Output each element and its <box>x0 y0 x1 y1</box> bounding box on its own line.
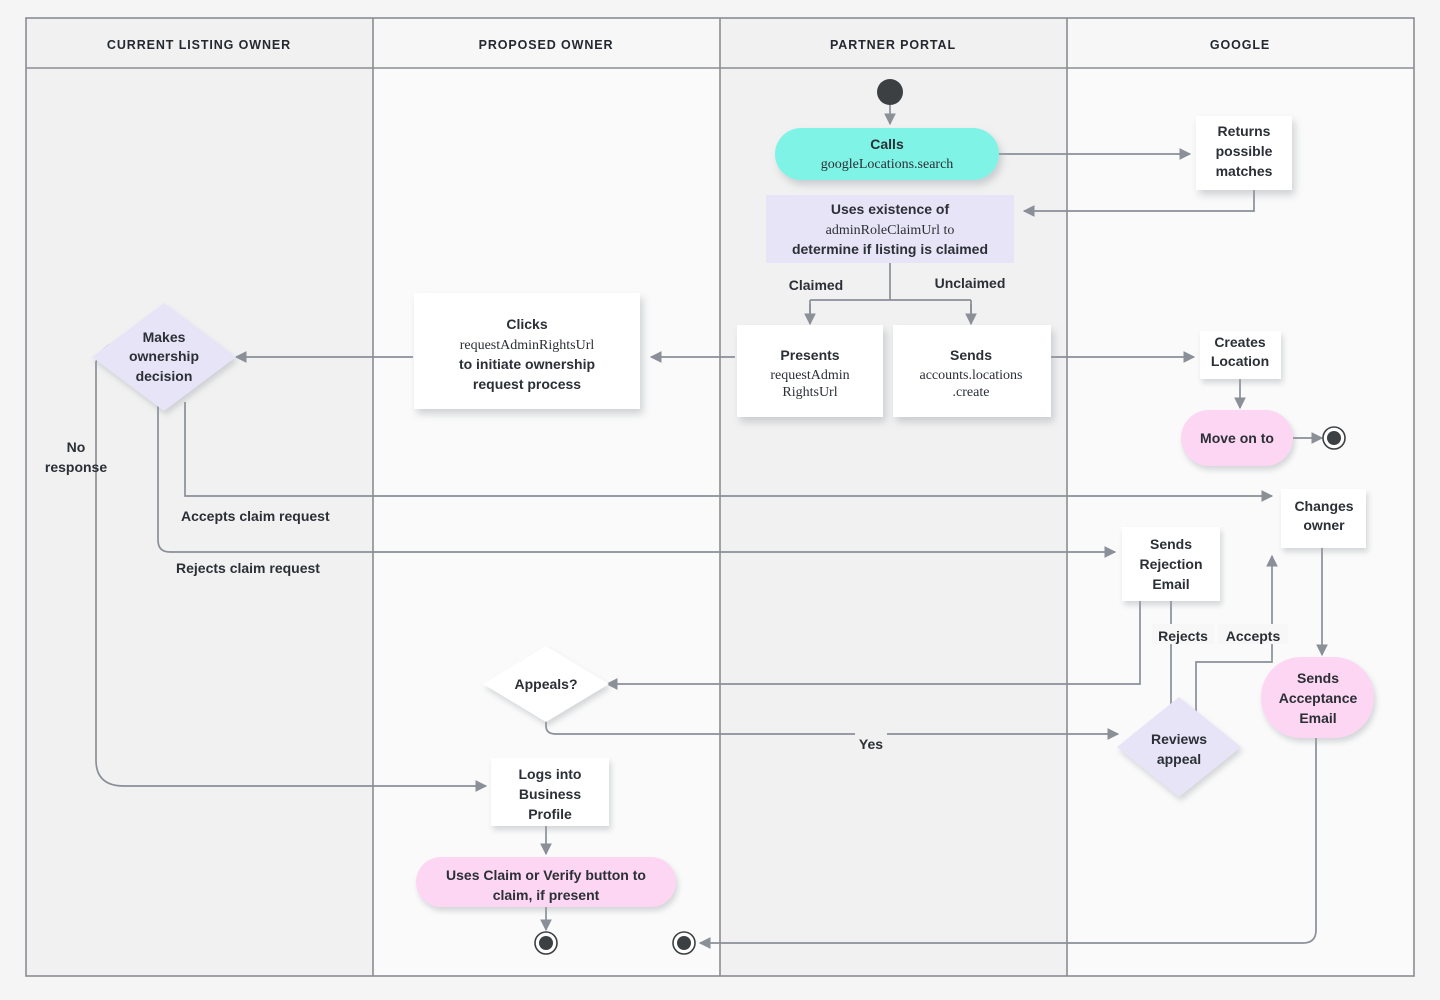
edge-labels: Claimed Unclaimed No response Accepts cl… <box>45 275 1288 754</box>
node-text-rejection-line2: Rejection <box>1139 556 1202 572</box>
node-text-uses-line1: Uses existence of <box>831 201 950 217</box>
logs-into-business-profile[interactable]: Logs into Business Profile <box>491 758 609 826</box>
sends-accounts-locations-create[interactable]: Sends accounts.locations .create <box>893 325 1051 417</box>
edge-label-no-response-line2: response <box>45 459 107 475</box>
uses-claim-or-verify-button[interactable]: Uses Claim or Verify button to claim, if… <box>416 857 676 907</box>
node-text-reviews-line2: appeal <box>1157 751 1201 767</box>
lane-header-google: GOOGLE <box>1210 38 1270 52</box>
node-text-claimverify-line2: claim, if present <box>493 887 600 903</box>
edge-rejection-to-appeals <box>605 601 1141 690</box>
lane-header-partner-portal: PARTNER PORTAL <box>830 38 956 52</box>
node-text-reviews-line1: Reviews <box>1151 731 1207 747</box>
edge-label-yes: Yes <box>859 736 883 752</box>
edge-label-no-response-line1: No <box>67 439 86 455</box>
node-text-presents-line2: requestAdmin <box>770 368 849 383</box>
node-text-sendscreate-line1: Sends <box>950 347 992 363</box>
node-text-acceptance-line2: Acceptance <box>1279 690 1358 706</box>
node-text-calls-line2: googleLocations.search <box>821 157 954 172</box>
edge-label-unclaimed: Unclaimed <box>935 275 1006 291</box>
edge-reviews-accepts <box>1195 554 1278 712</box>
sends-acceptance-email[interactable]: Sends Acceptance Email <box>1261 657 1374 738</box>
node-text-acceptance-line3: Email <box>1299 710 1336 726</box>
edge-label-accepts: Accepts <box>1226 628 1281 644</box>
node-text-creates-line2: Location <box>1211 353 1269 369</box>
node-text-calls-line1: Calls <box>870 136 904 152</box>
node-text-logs-line3: Profile <box>528 806 572 822</box>
node-text-returns-line2: possible <box>1216 143 1273 159</box>
edge-returns-to-uses <box>1022 190 1255 217</box>
clicks-request-admin-rights-url[interactable]: Clicks requestAdminRightsUrl to initiate… <box>414 293 640 409</box>
edge-rejects-claim-request <box>157 400 1117 558</box>
node-text-clicks-line3: to initiate ownership <box>459 356 595 372</box>
node-text-presents-line1: Presents <box>780 347 839 363</box>
node-text-changes-line2: owner <box>1303 517 1345 533</box>
node-text-decision-line1: Makes <box>143 329 186 345</box>
lane-header-current-listing-owner: CURRENT LISTING OWNER <box>107 38 291 52</box>
node-text-sendscreate-line2: accounts.locations <box>919 368 1022 383</box>
edge-acceptance-to-end <box>698 738 1317 949</box>
uses-existence-of-admin-role-claim-url[interactable]: Uses existence of adminRoleClaimUrl to d… <box>766 195 1014 263</box>
node-text-returns-line3: matches <box>1216 163 1273 179</box>
lane-header-proposed-owner: PROPOSED OWNER <box>479 38 614 52</box>
creates-location[interactable]: Creates Location <box>1200 331 1281 379</box>
node-text-clicks-line1: Clicks <box>506 316 547 332</box>
node-text-logs-line2: Business <box>519 786 581 802</box>
end-node-claim-flow <box>534 931 558 955</box>
makes-ownership-decision[interactable]: Makes ownership decision <box>92 303 236 411</box>
node-text-changes-line1: Changes <box>1294 498 1353 514</box>
node-text-creates-line1: Creates <box>1214 334 1266 350</box>
node-text-decision-line2: ownership <box>129 348 199 364</box>
edge-label-rejects: Rejects <box>1158 628 1208 644</box>
end-node-move-on-to <box>1322 426 1346 450</box>
node-text-presents-line3: RightsUrl <box>782 385 837 400</box>
lane-label-current-listing-owner: CURRENT LISTING OWNER <box>107 38 291 52</box>
node-text-rejection-line1: Sends <box>1150 536 1192 552</box>
edges <box>95 104 1328 949</box>
start-node <box>877 79 903 105</box>
node-text-clicks-line2: requestAdminRightsUrl <box>460 338 595 353</box>
node-text-uses-line2: adminRoleClaimUrl to <box>826 223 955 238</box>
edge-uses-fork <box>809 263 972 320</box>
node-text-returns-line1: Returns <box>1218 123 1271 139</box>
move-on-to[interactable]: Move on to <box>1181 410 1293 466</box>
sends-rejection-email[interactable]: Sends Rejection Email <box>1122 527 1220 601</box>
changes-owner[interactable]: Changes owner <box>1281 489 1366 548</box>
edge-label-accepts-claim-request: Accepts claim request <box>181 508 330 524</box>
lane-label-proposed-owner: PROPOSED OWNER <box>479 38 614 52</box>
calls-google-locations-search[interactable]: Calls googleLocations.search <box>775 128 999 180</box>
edge-accepts-claim-request <box>184 402 1274 502</box>
end-node-acceptance-flow <box>672 931 696 955</box>
node-text-logs-line1: Logs into <box>519 766 582 782</box>
node-text-clicks-line4: request process <box>473 376 581 392</box>
node-text-sendscreate-line3: .create <box>953 385 990 400</box>
appeals-decision[interactable]: Appeals? <box>483 646 609 722</box>
node-text-uses-line3: determine if listing is claimed <box>792 241 988 257</box>
lane-label-partner-portal: PARTNER PORTAL <box>830 38 956 52</box>
swimlane-grid <box>25 17 1415 977</box>
presents-request-admin-rights-url[interactable]: Presents requestAdmin RightsUrl <box>737 325 883 417</box>
reviews-appeal[interactable]: Reviews appeal <box>1117 697 1241 797</box>
returns-possible-matches[interactable]: Returns possible matches <box>1196 116 1292 190</box>
edge-appeals-yes-to-reviews <box>545 712 1120 740</box>
node-text-claimverify-line1: Uses Claim or Verify button to <box>446 867 646 883</box>
lane-label-google: GOOGLE <box>1210 38 1270 52</box>
node-text-acceptance-line1: Sends <box>1297 670 1339 686</box>
edge-label-rejects-claim-request: Rejects claim request <box>176 560 320 576</box>
node-text-move-on-to: Move on to <box>1200 430 1274 446</box>
edge-label-claimed: Claimed <box>789 277 843 293</box>
node-text-rejection-line3: Email <box>1152 576 1189 592</box>
node-text-decision-line3: decision <box>136 368 193 384</box>
node-text-appeals: Appeals? <box>514 676 577 692</box>
